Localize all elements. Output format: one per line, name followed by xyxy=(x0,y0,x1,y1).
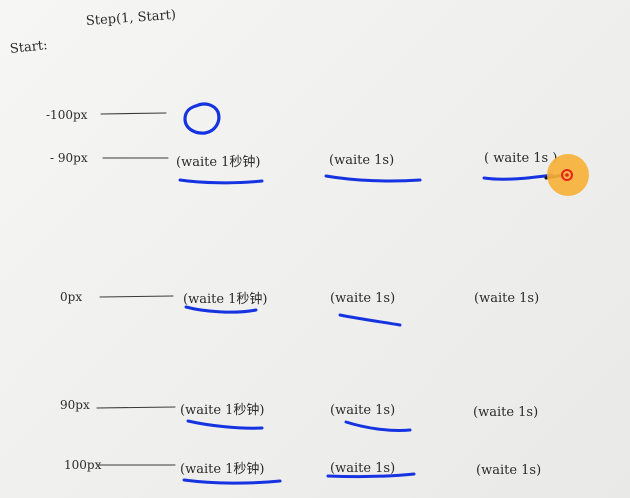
row-label-0: 0px xyxy=(60,290,83,304)
cell-90-col2: (waite 1s) xyxy=(330,403,396,418)
page-title: Step(1, Start) xyxy=(85,7,177,29)
row-label-90: 90px xyxy=(60,398,90,412)
underline-minus90-col1 xyxy=(178,178,264,185)
leader-line-90 xyxy=(96,406,176,409)
cell-0-col1: (waite 1秒钟) xyxy=(183,292,268,307)
cell-minus90-col3: ( waite 1s ) xyxy=(484,151,558,166)
cell-0-col3: (waite 1s) xyxy=(474,291,540,306)
underline-90-col2 xyxy=(344,420,412,432)
underline-minus90-col3 xyxy=(482,173,554,181)
cell-100-col1: (waite 1秒钟) xyxy=(180,462,265,477)
cell-minus90-col1: (waite 1秒钟) xyxy=(176,155,261,170)
underline-90-col1 xyxy=(186,419,264,430)
start-label: Start: xyxy=(9,38,49,57)
red-dot-ring xyxy=(561,169,573,181)
cell-100-col2: (waite 1s) xyxy=(330,461,396,476)
cell-100-col3: (waite 1s) xyxy=(476,463,542,478)
cell-minus90-col2: (waite 1s) xyxy=(329,153,395,168)
black-arrow-tail xyxy=(544,173,566,180)
row-label-minus-90: - 90px xyxy=(50,151,88,165)
blue-circle-marker xyxy=(183,102,221,135)
row-label-100: 100px xyxy=(64,458,102,472)
underline-0-col1 xyxy=(184,305,258,314)
cell-0-col2: (waite 1s) xyxy=(330,291,396,306)
red-dot-center xyxy=(565,173,569,177)
underline-0-col2 xyxy=(338,313,402,327)
cell-90-col3: (waite 1s) xyxy=(473,405,539,420)
underline-100-col1 xyxy=(182,478,282,485)
underline-minus90-col2 xyxy=(324,174,422,183)
row-label-minus-100: -100px xyxy=(46,108,88,122)
cell-90-col1: (waite 1秒钟) xyxy=(180,403,265,418)
leader-line-0 xyxy=(99,295,174,298)
leader-line-minus-100 xyxy=(100,112,167,115)
